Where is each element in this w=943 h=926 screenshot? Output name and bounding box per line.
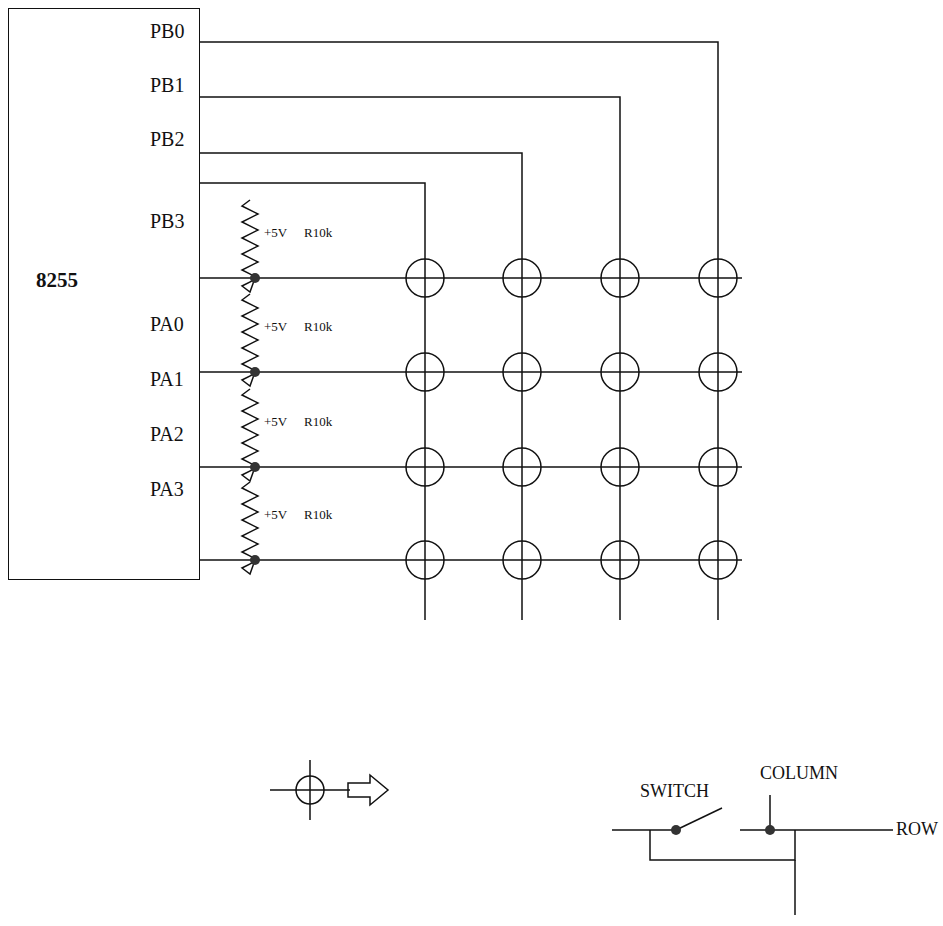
resistor-value: R10k [304, 415, 332, 429]
pin-name: PA0 [150, 313, 184, 335]
supply-label: +5V [264, 415, 287, 429]
pin-name: PB2 [150, 128, 184, 150]
switch-wiring [612, 829, 676, 831]
key-switch [699, 353, 737, 391]
key-switch [699, 541, 737, 579]
pin-name: PB1 [150, 74, 184, 96]
column-wire [200, 97, 620, 620]
key-switch [601, 353, 639, 391]
key-switch [406, 541, 444, 579]
junction-dot [671, 825, 681, 835]
row-wire [200, 277, 742, 279]
key-symbol [296, 776, 324, 804]
key-switch [503, 353, 541, 391]
junction-dot [765, 825, 775, 835]
resistor-value: R10k [304, 508, 332, 522]
switch-blade [676, 808, 722, 830]
part-label: COLUMN [760, 764, 838, 784]
equivalent-arrow [348, 775, 388, 805]
row-wire [200, 371, 742, 373]
pin-name: PB0 [150, 20, 184, 42]
junction-dot [250, 555, 260, 565]
pin-name: PB3 [150, 210, 184, 232]
column-line [650, 795, 795, 860]
key-switch [406, 259, 444, 297]
pin-name: PA1 [150, 368, 184, 390]
key-switch-grid [406, 259, 737, 579]
column-wire [200, 153, 522, 620]
chip-name: 8255 [36, 269, 78, 292]
pin-name: PA2 [150, 423, 184, 445]
junction-dot [250, 367, 260, 377]
supply-label: +5V [264, 320, 287, 334]
column-line [794, 860, 796, 915]
part-label: ROW [896, 820, 938, 840]
key-switch [601, 448, 639, 486]
pull-up-resistors [242, 200, 260, 574]
key-switch [503, 541, 541, 579]
column-wire [200, 42, 718, 620]
row-wire [200, 559, 742, 561]
key-switch [503, 448, 541, 486]
key-switch [503, 259, 541, 297]
junction-dot [250, 273, 260, 283]
supply-label: +5V [264, 508, 287, 522]
key-switch [406, 448, 444, 486]
supply-label: +5V [264, 226, 287, 240]
key-switch [406, 353, 444, 391]
key-switch [699, 448, 737, 486]
key-switch [601, 541, 639, 579]
part-label: SWITCH [640, 782, 709, 802]
key-switch [699, 259, 737, 297]
pin-name: PA3 [150, 478, 184, 500]
resistor-value: R10k [304, 226, 332, 240]
key-switch [601, 259, 639, 297]
switch-wiring [740, 829, 893, 831]
junction-dot [250, 462, 260, 472]
row-wire [200, 466, 742, 468]
column-wire [200, 183, 425, 620]
key-symbol [270, 760, 350, 820]
resistor-value: R10k [304, 320, 332, 334]
